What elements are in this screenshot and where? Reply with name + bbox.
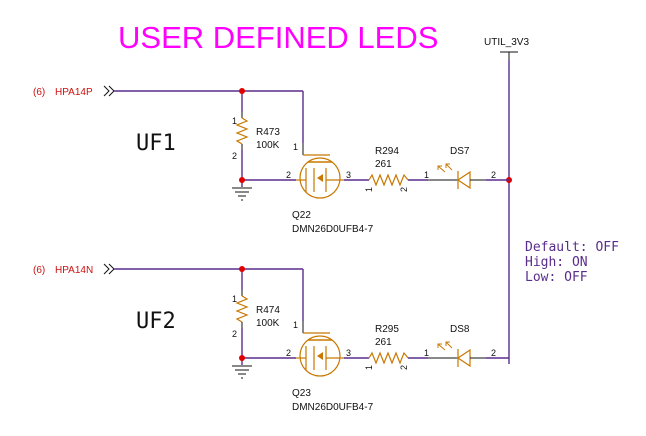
pin-number: 3 bbox=[346, 170, 351, 180]
note-line: Default: OFF bbox=[525, 240, 619, 255]
pin-number: 1 bbox=[364, 187, 374, 192]
led-channel-uf1: (6) HPA14P UF1 1 2 R473 100K bbox=[33, 85, 509, 235]
channel-label: UF1 bbox=[136, 131, 176, 156]
note-line: Low: OFF bbox=[525, 270, 588, 285]
resistor-ref: R294 bbox=[375, 146, 399, 157]
pin-number: 2 bbox=[232, 151, 237, 161]
pin-number: 2 bbox=[399, 187, 409, 192]
ground-icon bbox=[232, 365, 252, 379]
led-ref: DS8 bbox=[450, 324, 470, 335]
junction-dot bbox=[239, 355, 245, 361]
port-ref: (6) bbox=[33, 265, 45, 276]
led-icon bbox=[428, 163, 486, 190]
port-net-label: HPA14P bbox=[55, 87, 93, 98]
resistor-ref: R474 bbox=[256, 305, 280, 316]
pin-number: 2 bbox=[286, 348, 291, 358]
port-arrow-icon bbox=[103, 85, 115, 97]
resistor-value: 100K bbox=[256, 140, 280, 151]
fet-part: DMN26D0UFB4-7 bbox=[292, 402, 374, 413]
junction-dot bbox=[239, 88, 245, 94]
series-resistor bbox=[368, 173, 409, 187]
pulldown-resistor bbox=[235, 290, 249, 328]
led-ref: DS7 bbox=[450, 146, 470, 157]
pin-number: 2 bbox=[491, 170, 496, 180]
fet-part: DMN26D0UFB4-7 bbox=[292, 224, 374, 235]
mosfet-symbol bbox=[296, 321, 344, 377]
fet-ref: Q22 bbox=[292, 210, 311, 221]
pin-number: 3 bbox=[346, 348, 351, 358]
led-icon bbox=[428, 341, 486, 368]
pin-number: 2 bbox=[286, 170, 291, 180]
note-line: High: ON bbox=[525, 255, 588, 270]
port-net-label: HPA14N bbox=[55, 265, 93, 276]
pin-number: 1 bbox=[424, 170, 429, 180]
schematic-title: USER DEFINED LEDS bbox=[118, 20, 438, 55]
port-arrow-icon bbox=[103, 263, 115, 275]
pin-number: 2 bbox=[399, 365, 409, 370]
channel-label: UF2 bbox=[136, 309, 176, 334]
resistor-value: 261 bbox=[375, 159, 392, 170]
pin-number: 1 bbox=[364, 365, 374, 370]
pin-number: 1 bbox=[293, 320, 298, 330]
ground-icon bbox=[232, 187, 252, 201]
junction-dot bbox=[239, 177, 245, 183]
mosfet-symbol bbox=[296, 143, 344, 199]
power-rail bbox=[500, 51, 518, 364]
resistor-ref: R473 bbox=[256, 127, 280, 138]
resistor-value: 100K bbox=[256, 318, 280, 329]
power-net-label: UTIL_3V3 bbox=[484, 37, 529, 48]
pin-number: 1 bbox=[232, 116, 237, 126]
pin-number: 2 bbox=[491, 348, 496, 358]
junction-dot bbox=[239, 266, 245, 272]
pin-number: 2 bbox=[232, 329, 237, 339]
port-ref: (6) bbox=[33, 87, 45, 98]
fet-ref: Q23 bbox=[292, 388, 311, 399]
pin-number: 1 bbox=[232, 294, 237, 304]
pulldown-resistor bbox=[235, 112, 249, 150]
resistor-ref: R295 bbox=[375, 324, 399, 335]
series-resistor bbox=[368, 351, 409, 365]
pin-number: 1 bbox=[293, 142, 298, 152]
led-channel-uf2: (6) HPA14N UF2 1 2 R474 100K bbox=[33, 263, 509, 413]
pin-number: 1 bbox=[424, 348, 429, 358]
resistor-value: 261 bbox=[375, 337, 392, 348]
